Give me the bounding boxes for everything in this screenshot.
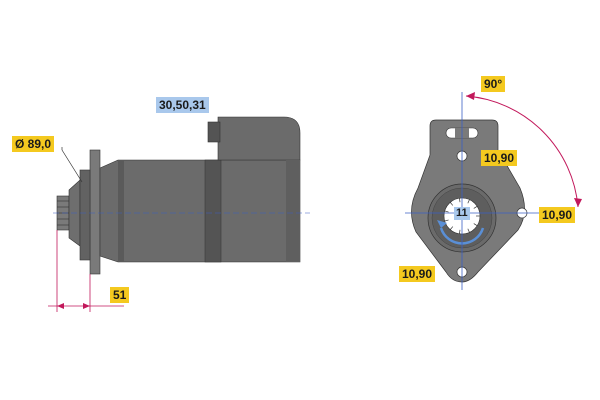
hole-top-label: 10,90 (481, 150, 518, 166)
hole-bottom-label: 10,90 (399, 266, 436, 282)
dimension-51 (48, 230, 124, 312)
diameter-leader (61, 149, 83, 183)
gear-tooth (449, 202, 454, 206)
solenoid (217, 116, 301, 161)
gear-tooth (444, 210, 449, 213)
mounting-flange (89, 149, 101, 275)
gear-tooth (473, 223, 478, 227)
gear-tooth (449, 226, 454, 230)
gear-tooth (473, 205, 478, 209)
terminals-label: 30,50,31 (156, 97, 209, 113)
gear-tooth (467, 199, 470, 204)
angle-arc (465, 92, 582, 208)
gear-tooth (459, 198, 461, 203)
teeth-count-label: 11 (454, 207, 470, 220)
angle-label: 90° (481, 76, 506, 92)
diameter-label: Ø 89,0 (12, 136, 55, 152)
starter-front-view (405, 92, 545, 290)
gear-tooth (444, 219, 449, 222)
body-band (204, 159, 222, 263)
starter-side-view (53, 116, 310, 275)
solenoid-terminal (207, 121, 221, 143)
gear-tooth (467, 228, 470, 233)
hole-right-label: 10,90 (539, 207, 576, 223)
gear-tooth (459, 229, 461, 234)
motor-body (99, 159, 301, 263)
offset-label: 51 (110, 287, 130, 303)
